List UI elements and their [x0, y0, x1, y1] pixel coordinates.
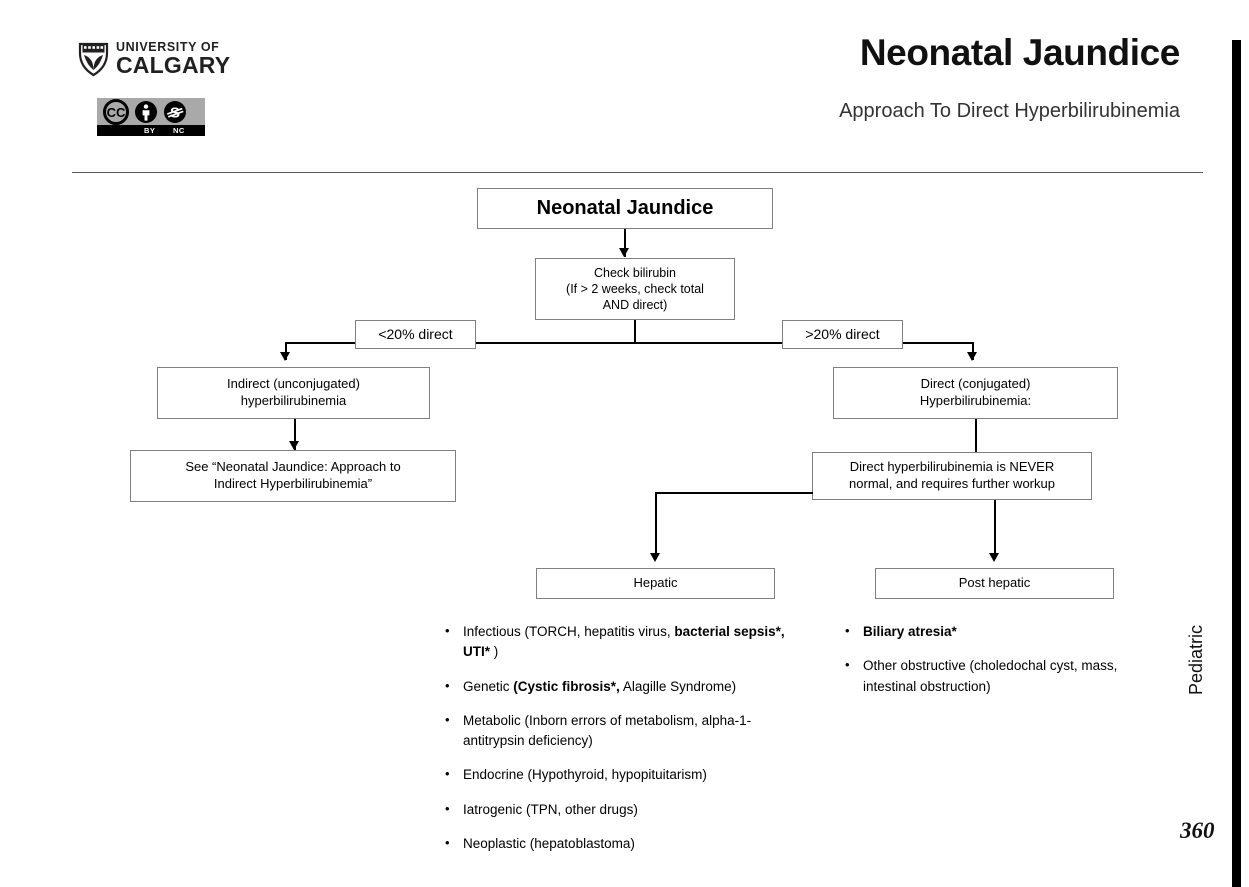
connector-to-hepatic-horizontal — [655, 492, 813, 494]
university-line-2: CALGARY — [116, 52, 231, 79]
hepatic-cause-item: • Metabolic (Inborn errors of metabolism,… — [437, 711, 812, 752]
post-hepatic-cause-item-text: Biliary atresia* — [863, 624, 957, 639]
node-never-normal-line-1: Direct hyperbilirubinemia is NEVER — [849, 459, 1055, 475]
attribution-person-icon — [135, 100, 157, 123]
bullet-dot-icon: • — [445, 677, 450, 693]
hepatic-cause-item-text: Neoplastic (hepatoblastoma) — [463, 835, 635, 851]
connector-direct-to-never-normal — [975, 419, 977, 452]
arrowhead-to-hepatic — [650, 553, 660, 562]
post-hepatic-cause-item: • Other obstructive (choledochal cyst, ma… — [837, 656, 1142, 697]
page-title: Neonatal Jaundice — [859, 32, 1181, 73]
bullet-dot-icon: • — [845, 657, 850, 673]
node-neonatal-jaundice: Neonatal Jaundice — [477, 188, 773, 229]
node-direct-line-1: Direct (conjugated) — [920, 376, 1031, 392]
license-by-label: BY — [144, 126, 156, 135]
hepatic-causes-list: • Infectious (TORCH, hepatitis virus, bac… — [437, 622, 812, 868]
connector-to-hepatic-vertical — [655, 492, 657, 559]
arrowhead-right-branch — [967, 352, 977, 361]
creative-commons-icon: CC — [103, 98, 129, 125]
creative-commons-license-badge: CC S BY NC — [97, 98, 205, 136]
hepatic-cause-item: • Endocrine (Hypothyroid, hypopituitarism… — [437, 765, 812, 785]
hepatic-cause-item-text: Metabolic (Inborn errors of metabolism, … — [463, 712, 752, 748]
connector-branch-bus — [285, 342, 973, 344]
label-less-than-20-percent-direct: <20% direct — [355, 320, 476, 349]
university-logo: UNIVERSITY OF CALGARY — [78, 36, 293, 82]
bullet-dot-icon: • — [445, 711, 450, 727]
label-greater-than-20-percent-direct: >20% direct — [782, 320, 903, 349]
node-direct-hyperbilirubinemia: Direct (conjugated) Hyperbilirubinemia: — [833, 367, 1118, 419]
arrowhead-indirect-to-see-also — [289, 441, 299, 450]
node-see-indirect-line-2: Indirect Hyperbilirubinemia” — [213, 476, 373, 491]
connector-left-branch-drop — [285, 342, 287, 360]
hepatic-cause-item-text: Iatrogenic (TPN, other drugs) — [463, 801, 638, 817]
node-never-normal-line-2: normal, and requires further workup — [849, 476, 1055, 491]
hepatic-cause-item-text: Endocrine (Hypothyroid, hypopituitarism) — [463, 767, 707, 783]
node-see-indirect-line-1: See “Neonatal Jaundice: Approach to — [185, 459, 401, 475]
connector-indirect-to-see-also — [294, 419, 296, 450]
node-check-bilirubin-line-3: AND direct) — [602, 298, 668, 312]
label-less-than-20-percent-direct-text: <20% direct — [378, 325, 453, 342]
node-direct-never-normal: Direct hyperbilirubinemia is NEVER norma… — [812, 452, 1092, 500]
university-line-1: UNIVERSITY OF — [116, 39, 220, 54]
node-see-indirect-approach: See “Neonatal Jaundice: Approach to Indi… — [130, 450, 456, 502]
license-icon-row: CC S — [97, 98, 205, 125]
post-hepatic-cause-item: • Biliary atresia* — [837, 622, 1142, 642]
connector-to-post-hepatic — [994, 500, 996, 559]
post-hepatic-cause-item-text: Other obstructive (choledochal cyst, mas… — [863, 658, 1118, 694]
node-post-hepatic: Post hepatic — [875, 568, 1114, 599]
label-greater-than-20-percent-direct-text: >20% direct — [805, 325, 880, 342]
bullet-dot-icon: • — [445, 623, 450, 638]
node-check-bilirubin-line-2: (If > 2 weeks, check total — [566, 282, 704, 296]
branding-block: UNIVERSITY OF CALGARY CC S — [75, 34, 305, 144]
node-neonatal-jaundice-label: Neonatal Jaundice — [536, 196, 714, 219]
connector-right-branch-drop — [972, 342, 974, 360]
node-check-bilirubin-line-1: Check bilirubin — [594, 266, 676, 280]
hepatic-cause-item-text: Genetic (Cystic fibrosis*, Alagille Synd… — [463, 678, 737, 694]
svg-text:S: S — [170, 104, 180, 121]
hepatic-cause-item: • Iatrogenic (TPN, other drugs) — [437, 800, 812, 820]
arrowhead-left-branch — [280, 352, 290, 361]
node-hepatic: Hepatic — [536, 568, 775, 599]
node-check-bilirubin: Check bilirubin (If > 2 weeks, check tot… — [535, 258, 735, 320]
page-number: 360 — [1180, 818, 1215, 843]
post-hepatic-causes-list: • Biliary atresia* • Other obstructive (cho… — [837, 622, 1142, 711]
node-direct-line-2: Hyperbilirubinemia: — [919, 393, 1032, 408]
header-divider — [72, 172, 1203, 173]
node-indirect-hyperbilirubinemia: Indirect (unconjugated) hyperbilirubinem… — [157, 367, 430, 419]
connector-check-stem — [634, 320, 636, 343]
connector-root-to-check — [624, 229, 626, 257]
license-nc-label: NC — [173, 126, 185, 135]
university-shield-icon — [78, 42, 109, 77]
right-edge-bar — [1232, 40, 1241, 887]
node-hepatic-label: Hepatic — [633, 575, 678, 591]
hepatic-cause-item: • Neoplastic (hepatoblastoma) — [437, 834, 812, 854]
license-caption-strip: BY NC — [97, 125, 205, 136]
section-label-pediatric: Pediatric — [1186, 624, 1206, 695]
bullet-dot-icon: • — [445, 766, 450, 782]
arrowhead-root-to-check — [619, 248, 629, 257]
hepatic-cause-item: • Infectious (TORCH, hepatitis virus, bac… — [437, 622, 812, 663]
hepatic-cause-item-text: Infectious (TORCH, hepatitis virus, bact… — [463, 624, 785, 660]
page-subtitle: Approach To Direct Hyperbilirubinemia — [839, 100, 1180, 122]
bullet-dot-icon: • — [845, 623, 850, 638]
arrowhead-to-post-hepatic — [989, 553, 999, 562]
node-indirect-line-2: hyperbilirubinemia — [240, 393, 347, 408]
svg-text:CC: CC — [107, 105, 126, 120]
hepatic-cause-item: • Genetic (Cystic fibrosis*, Alagille Syn… — [437, 677, 812, 697]
bullet-dot-icon: • — [445, 800, 450, 816]
non-commercial-icon: S — [164, 100, 186, 123]
node-indirect-line-1: Indirect (unconjugated) — [227, 376, 360, 392]
bullet-dot-icon: • — [445, 834, 450, 850]
node-post-hepatic-label: Post hepatic — [958, 575, 1031, 591]
